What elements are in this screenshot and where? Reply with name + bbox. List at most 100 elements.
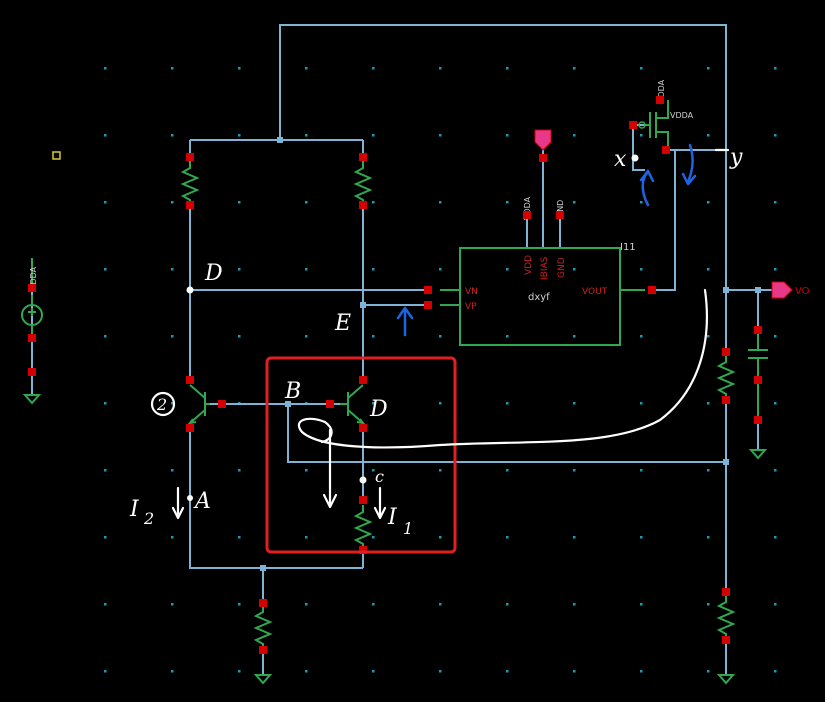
grid-dot: [707, 67, 710, 70]
pin-marker: [754, 326, 762, 334]
grid-dot: [640, 670, 643, 673]
grid-dot: [305, 536, 308, 539]
grid-dot: [104, 201, 107, 204]
resistor-bottom: [253, 605, 273, 650]
grid-dot: [372, 402, 375, 405]
grid-dot: [707, 335, 710, 338]
grid-dot: [238, 335, 241, 338]
label-node-y: y: [729, 145, 743, 170]
grid-dot: [171, 268, 174, 271]
pin-marker: [629, 121, 637, 129]
pin-marker: [722, 396, 730, 404]
grid-dot: [372, 268, 375, 271]
grid-dot: [372, 67, 375, 70]
grid-dot: [372, 536, 375, 539]
opamp-block: I11 dxyf VN VP VOUT VDD IBIAS GND: [440, 242, 645, 346]
grid-dot: [171, 670, 174, 673]
grid-dot: [238, 603, 241, 606]
pin-marker: [539, 154, 547, 162]
opamp-instance: I11: [620, 242, 636, 253]
pin-marker: [359, 201, 367, 209]
grid-dot: [707, 134, 710, 137]
pin-marker: [722, 348, 730, 356]
pin-marker: [326, 400, 334, 408]
grid-dot: [573, 335, 576, 338]
pmos-transistor: [638, 100, 669, 150]
grid-dot: [305, 268, 308, 271]
grid-dot: [104, 268, 107, 271]
pin-marker: [359, 424, 367, 432]
grid-dot: [104, 67, 107, 70]
grid-dot: [305, 335, 308, 338]
grid-dot: [640, 201, 643, 204]
grid-dot: [439, 402, 442, 405]
pin-markers: [28, 96, 762, 654]
grid-dot: [439, 268, 442, 271]
ibias-input-pin: [534, 129, 552, 151]
pin-marker: [424, 286, 432, 294]
grid-dot: [506, 402, 509, 405]
grid-dot: [104, 670, 107, 673]
grid-dot: [305, 134, 308, 137]
gnd-label-opamp: GND: [556, 200, 565, 218]
grid-dot: [506, 268, 509, 271]
grid-dot: [573, 670, 576, 673]
grid-dot: [573, 469, 576, 472]
pin-marker: [359, 546, 367, 554]
label-i2-sub: 2: [143, 509, 154, 528]
grid-dot: [774, 67, 777, 70]
output-pin: VO: [771, 281, 810, 299]
grid-dot: [506, 670, 509, 673]
grid-dot: [707, 402, 710, 405]
grid-dot: [171, 201, 174, 204]
pin-marker: [359, 153, 367, 161]
grid-dot: [506, 469, 509, 472]
grid-dot: [640, 268, 643, 271]
pin-marker: [523, 211, 531, 219]
grid-dot: [171, 603, 174, 606]
grid-dot: [640, 402, 643, 405]
label-node-a: A: [193, 489, 211, 514]
pin-marker: [186, 424, 194, 432]
grid-dot: [104, 469, 107, 472]
hand-annotations: [150, 148, 730, 520]
pin-marker: [359, 376, 367, 384]
opamp-pin-ibias: IBIAS: [540, 256, 550, 280]
grid-dot: [238, 134, 241, 137]
grid-dot: [372, 134, 375, 137]
grid-dot: [171, 402, 174, 405]
grid-dot: [104, 335, 107, 338]
grid-dot: [774, 603, 777, 606]
opamp-name: dxyf: [528, 292, 550, 303]
grid-dot: [707, 268, 710, 271]
grid-dot: [171, 134, 174, 137]
label-node-e: E: [334, 311, 351, 336]
grid-dot: [305, 603, 308, 606]
grid-dot: [506, 67, 509, 70]
pin-marker: [218, 400, 226, 408]
opamp-pin-vout: VOUT: [582, 287, 608, 297]
grid-dot: [640, 67, 643, 70]
resistor-top-right: [353, 160, 373, 205]
grid-dot: [439, 67, 442, 70]
grid-dot: [104, 603, 107, 606]
pin-marker: [186, 201, 194, 209]
pin-marker: [28, 368, 36, 376]
grid-dot: [104, 536, 107, 539]
grid-dot: [439, 469, 442, 472]
grid-dot: [372, 201, 375, 204]
label-i2: I: [129, 497, 140, 522]
ground-symbols: [22, 394, 768, 685]
grid-dot: [238, 536, 241, 539]
wires: [31, 24, 780, 675]
pin-marker: [28, 284, 36, 292]
label-node-c: c: [375, 467, 384, 486]
pin-marker: [556, 211, 564, 219]
grid-dot: [573, 134, 576, 137]
resistor-emitter-right: [353, 505, 373, 550]
grid-dot: [774, 402, 777, 405]
grid-dot: [171, 67, 174, 70]
grid-dot: [238, 469, 241, 472]
grid-dot: [774, 469, 777, 472]
